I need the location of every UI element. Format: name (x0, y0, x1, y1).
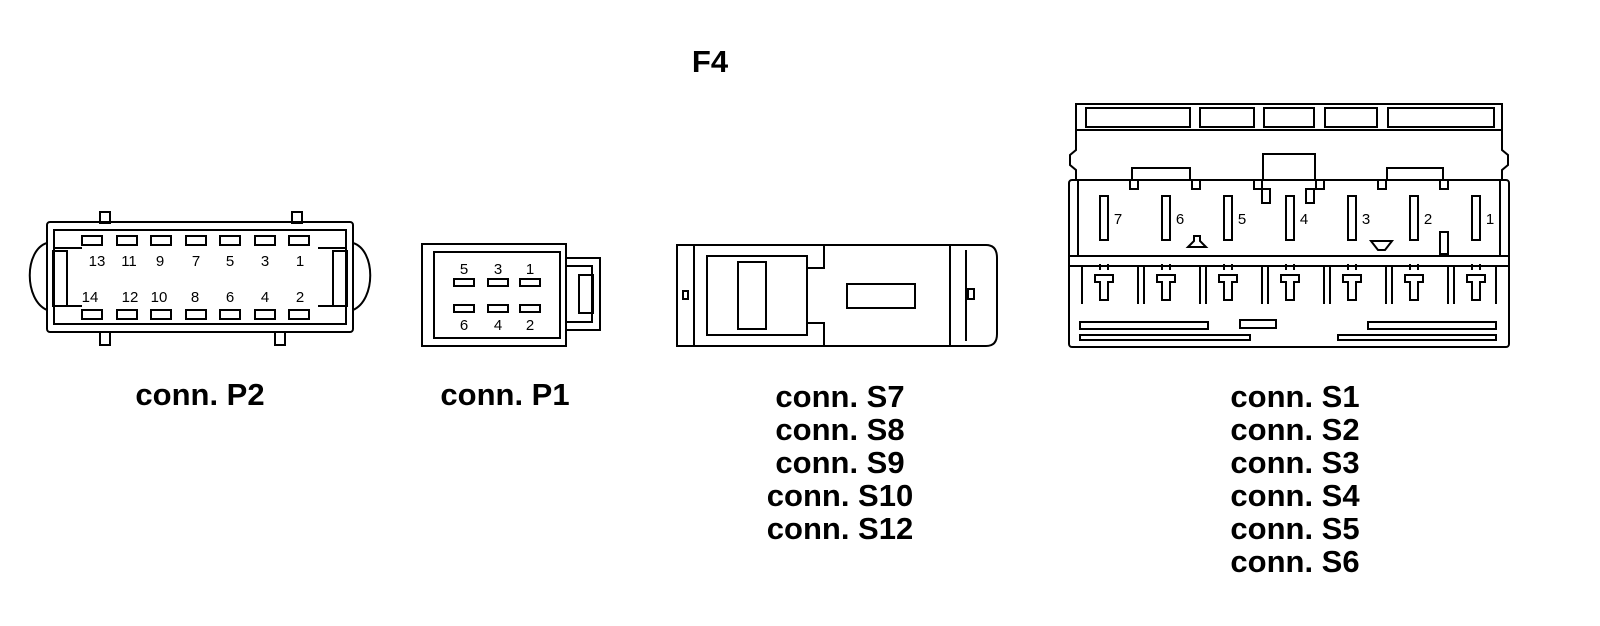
caption-line: conn. P1 (440, 377, 570, 412)
s1-terminal-cavities (1081, 264, 1497, 304)
caption-line: conn. S8 (775, 412, 905, 447)
p2-top-pin-slots (81, 235, 310, 246)
p2-pin-label: 7 (192, 253, 200, 270)
p2-pin-label: 2 (296, 289, 304, 306)
caption-line: conn. S5 (1230, 511, 1360, 546)
p2-pin-label: 11 (121, 253, 137, 270)
caption-line: conn. S3 (1230, 445, 1360, 480)
s1-pin-label: 5 (1238, 211, 1246, 228)
connector-s7 (676, 244, 998, 347)
p1-pin-label: 4 (494, 317, 502, 334)
connector-s1 (1068, 103, 1510, 348)
p1-pin-label: 3 (494, 261, 502, 278)
s1-pin-label: 1 (1486, 211, 1494, 228)
caption-line: conn. S2 (1230, 412, 1360, 447)
p2-pin-label: 3 (261, 253, 269, 270)
caption-line: conn. S6 (1230, 544, 1360, 579)
s1-pin-slots (1099, 195, 1481, 241)
caption-p1: conn. P1 (380, 378, 630, 411)
caption-line: conn. S1 (1230, 379, 1360, 414)
s1-pin-label: 7 (1114, 211, 1122, 228)
p1-pin-label: 1 (526, 261, 534, 278)
caption-s1-group: conn. S1 conn. S2 conn. S3 conn. S4 conn… (1170, 380, 1420, 578)
p2-pin-label: 5 (226, 253, 234, 270)
s1-pin-label: 3 (1362, 211, 1370, 228)
s1-pin-label: 4 (1300, 211, 1308, 228)
caption-s7-group: conn. S7 conn. S8 conn. S9 conn. S10 con… (720, 380, 960, 545)
caption-line: conn. P2 (135, 377, 265, 412)
p1-pin-label: 5 (460, 261, 468, 278)
caption-line: conn. S4 (1230, 478, 1360, 513)
p2-pin-label: 12 (122, 289, 139, 306)
p2-pin-label: 6 (226, 289, 234, 306)
caption-p2: conn. P2 (80, 378, 320, 411)
p1-pin-slots (453, 278, 541, 313)
p2-pin-label: 4 (261, 289, 269, 306)
p2-pin-label: 10 (151, 289, 168, 306)
p2-pin-label: 14 (82, 289, 99, 306)
p2-pin-label: 8 (191, 289, 199, 306)
diagram-title: F4 (691, 44, 729, 79)
s1-pin-label: 2 (1424, 211, 1432, 228)
caption-line: conn. S7 (775, 379, 905, 414)
p1-pin-label: 6 (460, 317, 468, 334)
caption-line: conn. S10 (766, 478, 914, 513)
connector-p2 (28, 211, 372, 346)
p2-bottom-pin-slots (81, 309, 310, 320)
p2-pin-label: 13 (89, 253, 106, 270)
caption-line: conn. S9 (775, 445, 905, 480)
p2-pin-label: 1 (296, 253, 304, 270)
s1-pin-label: 6 (1176, 211, 1184, 228)
p1-pin-label: 2 (526, 317, 534, 334)
caption-line: conn. S12 (766, 511, 914, 546)
p2-pin-label: 9 (156, 253, 164, 270)
connector-p1 (421, 243, 601, 347)
